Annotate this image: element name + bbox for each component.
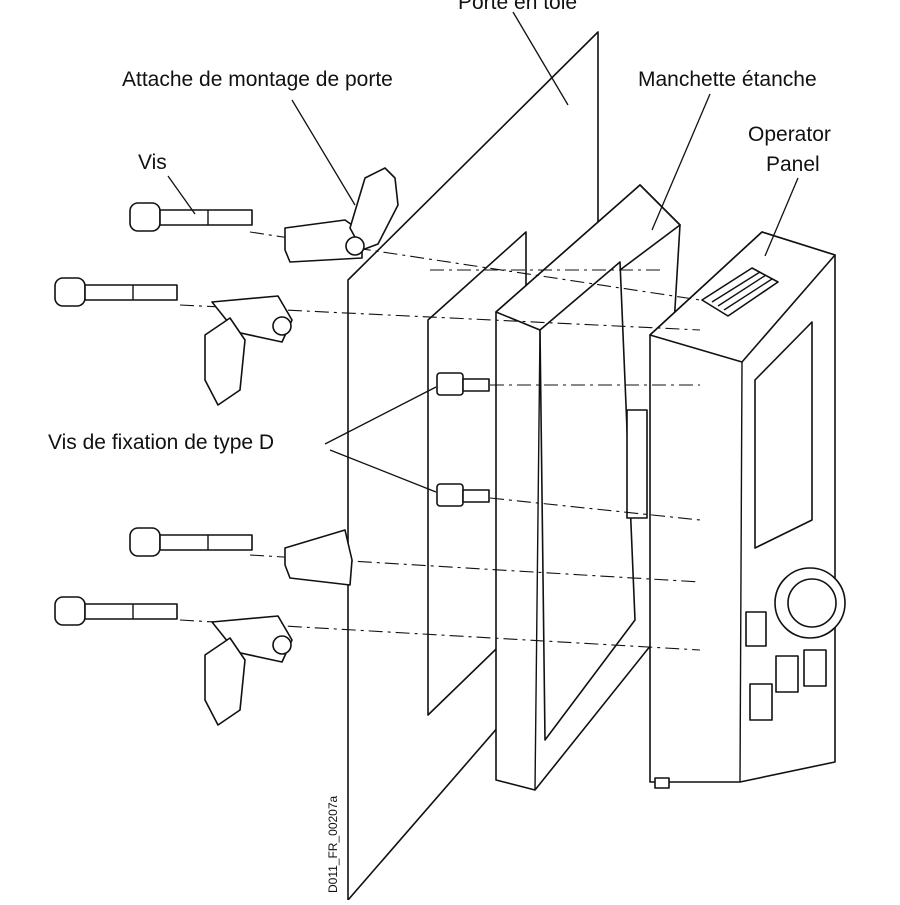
sheet-door-label: Porte en tôle bbox=[458, 0, 578, 14]
type-d-screw-upper bbox=[436, 372, 490, 396]
door-mount-clip-1 bbox=[284, 167, 399, 263]
type-d-screws-label: Vis de fixation de type D bbox=[48, 431, 275, 454]
leader-lines bbox=[167, 11, 799, 493]
screw-3 bbox=[129, 527, 253, 557]
operator-panel-label-line1: Operator bbox=[748, 123, 831, 146]
door-mount-clip-4 bbox=[204, 615, 293, 726]
sealing-sleeve bbox=[495, 184, 681, 791]
door-mount-clip-2 bbox=[204, 295, 293, 406]
drawing-code: D011_FR_00207a bbox=[326, 795, 340, 893]
sealing-sleeve-label: Manchette étanche bbox=[638, 68, 817, 91]
door-mount-clip-label: Attache de montage de porte bbox=[122, 68, 393, 91]
screw-1 bbox=[129, 202, 253, 232]
screw-4 bbox=[54, 596, 178, 626]
door-mount-clip-3 bbox=[284, 529, 353, 586]
type-d-screw-lower bbox=[436, 483, 490, 507]
operator-panel-label-line2: Panel bbox=[766, 153, 820, 176]
screw-2 bbox=[54, 277, 178, 307]
operator-panel-body bbox=[626, 231, 846, 789]
screw-label: Vis bbox=[138, 151, 167, 174]
